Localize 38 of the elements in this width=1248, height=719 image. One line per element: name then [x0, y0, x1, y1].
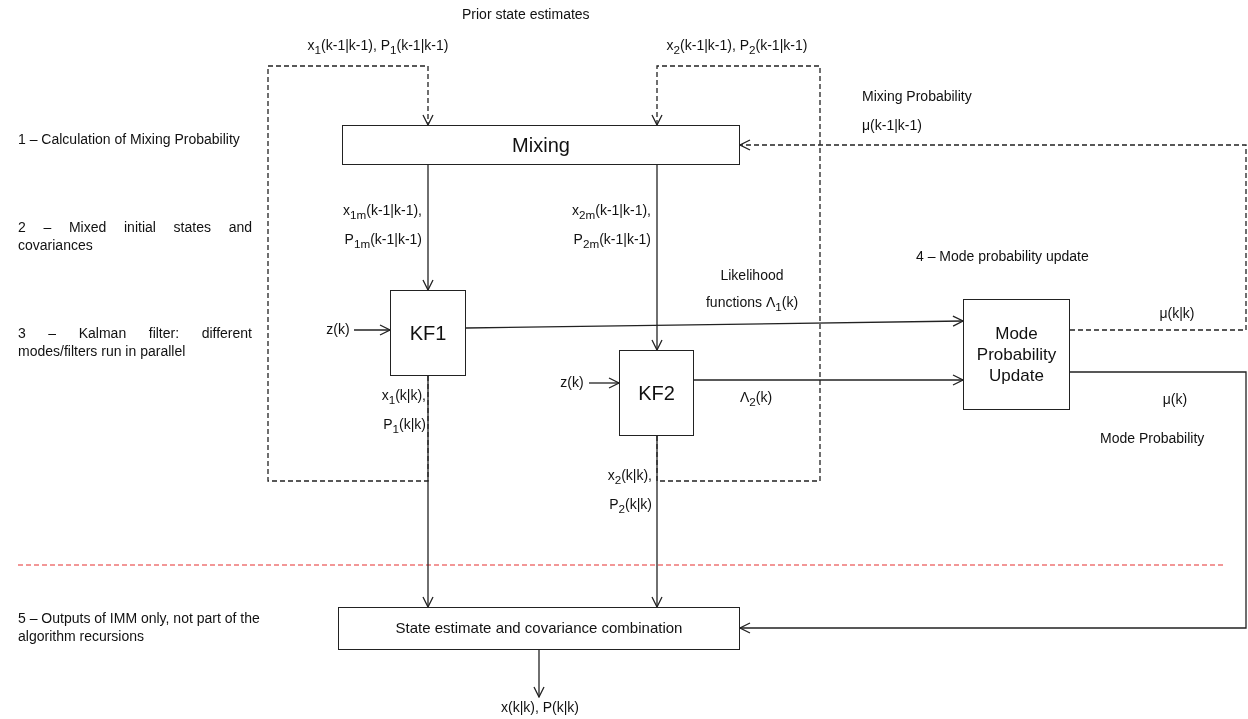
- edge-label: x$_{2}$(k|k), P$_{2}$(k|k): [606, 466, 653, 517]
- process-box: Mixing: [342, 125, 740, 165]
- arrow: [422, 164, 434, 291]
- process-box: KF2: [619, 350, 694, 436]
- arrow: [739, 371, 1247, 634]
- edge-label: μ(k|k): [1158, 304, 1196, 323]
- arrow: [651, 164, 663, 351]
- step-description: 3 – Kalman filter: different modes/filters run in parallel: [18, 325, 252, 360]
- dashed-arrow: [739, 139, 1247, 331]
- edge-label: x$_{1}$(k-1|k-1), P$_{1}$(k-1|k-1): [306, 36, 450, 58]
- arrow: [533, 649, 545, 698]
- annotation: Prior state estimates: [462, 6, 591, 24]
- io-text: z(k): [322, 320, 354, 340]
- arrow: [353, 324, 391, 336]
- edge-label: x$_{2}$(k-1|k-1), P$_{2}$(k-1|k-1): [665, 36, 809, 58]
- edge-label: Λ$_{2}$(k): [738, 388, 774, 410]
- arrow: [588, 377, 620, 389]
- io-text: z(k): [555, 373, 589, 393]
- annotation: Mixing Probability: [862, 88, 973, 106]
- process-box: Mode Probability Update: [963, 299, 1070, 410]
- annotation: 5 – Outputs of IMM only, not part of the algorithm recursions: [18, 610, 261, 645]
- edge-label: x$_{1m}$(k-1|k-1), P$_{1m}$(k-1|k-1): [342, 201, 423, 252]
- process-box: KF1: [390, 290, 466, 376]
- process-box: State estimate and covariance combination: [338, 607, 740, 650]
- edge-label: Likelihood functions Λ$_{1}$(k): [704, 266, 800, 315]
- step-description: 2 – Mixed initial states and covariances: [18, 219, 252, 254]
- step-description: 1 – Calculation of Mixing Probability: [18, 131, 241, 149]
- annotation: μ(k-1|k-1): [862, 117, 923, 135]
- dashed-arrow: [651, 65, 821, 482]
- edge-label: μ(k): [1161, 390, 1189, 409]
- annotation: Mode Probability: [1100, 430, 1206, 448]
- arrow: [693, 374, 964, 386]
- dashed-arrow: [267, 65, 434, 482]
- edge-label: x$_{1}$(k|k), P$_{1}$(k|k): [380, 386, 427, 437]
- arrow: [465, 315, 964, 329]
- io-text: x(k|k), P(k|k): [470, 697, 610, 719]
- annotation: 4 – Mode probability update: [916, 248, 1090, 266]
- edge-label: x$_{2m}$(k-1|k-1), P$_{2m}$(k-1|k-1): [571, 201, 652, 252]
